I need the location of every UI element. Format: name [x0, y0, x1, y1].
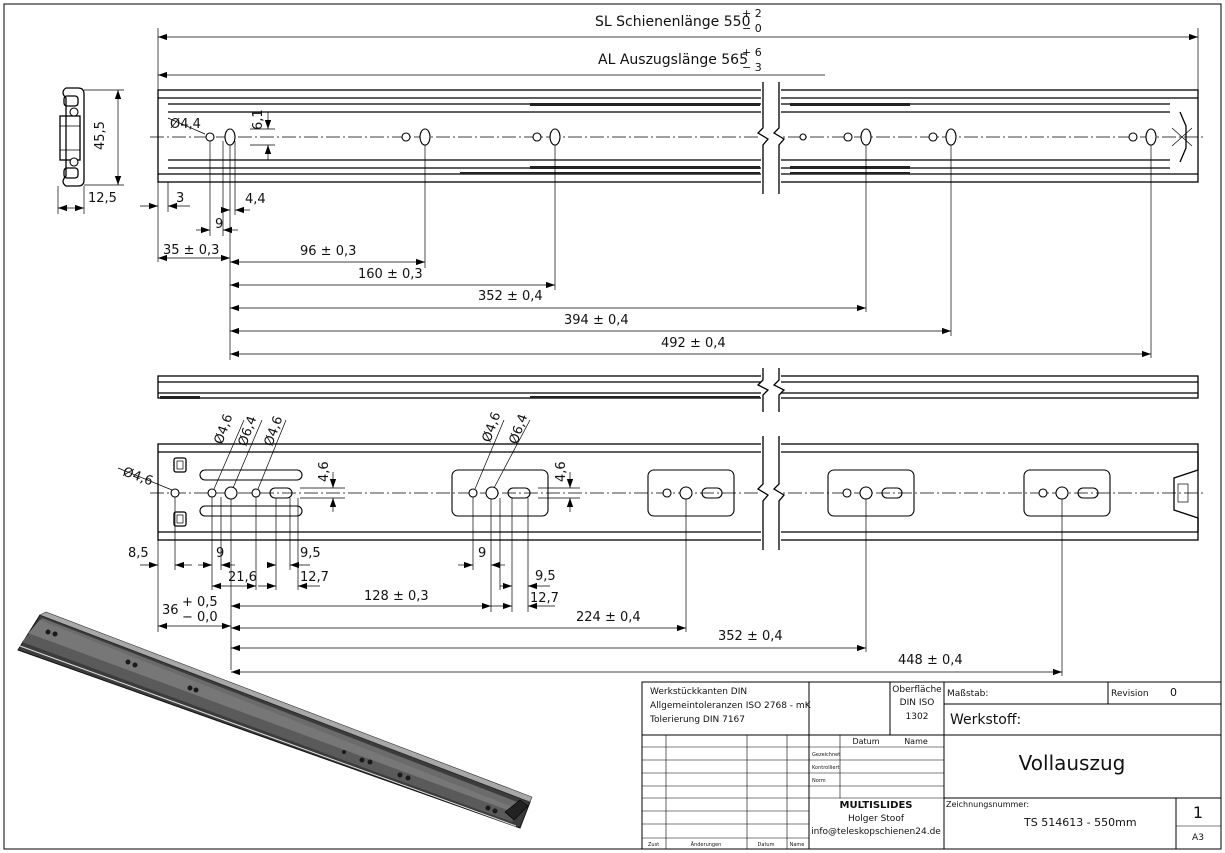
dim-4-6-b: 4,6: [554, 461, 569, 482]
middle-rail-view: [157, 368, 1199, 412]
drawing-frame: [3, 3, 1222, 850]
tb-surface-std: DIN ISO: [900, 698, 935, 708]
dim-4-6-a: 4,6: [317, 461, 332, 482]
bottom-rail-view: [150, 436, 1205, 550]
dim-352-bottom: 352 ± 0,4: [718, 629, 783, 644]
tb-format: A3: [1192, 833, 1204, 843]
top-view-dimensions: 3 9 4,4 Ø4,4 6,1 35 ± 0,3 96 ± 0,3 160 ±…: [140, 109, 1152, 360]
tb-title: Vollauszug: [1019, 751, 1126, 775]
dim-8-5: 8,5: [128, 546, 149, 561]
dim-9: 9: [215, 217, 223, 232]
tb-notes-1: Werkstückkanten DIN: [650, 687, 747, 697]
dim-6-1: 6,1: [251, 109, 266, 130]
dim-9-b: 9: [478, 546, 486, 561]
dim-12-5: 12,5: [88, 191, 117, 206]
rail-cross-section: 45,5 12,5: [57, 87, 124, 214]
dim-9-5-a: 9,5: [300, 546, 321, 561]
tb-sheet: 1: [1193, 803, 1203, 822]
dia-a2: Ø6,4: [236, 414, 261, 448]
tb-material-label: Werkstoff:: [950, 712, 1021, 728]
tb-footer-changes: Änderungen: [691, 841, 722, 848]
dim-96: 96 ± 0,3: [300, 244, 356, 259]
dim-45-5: 45,5: [93, 121, 108, 150]
tb-surface: Oberfläche: [892, 685, 942, 695]
dim-352-top: 352 ± 0,4: [478, 289, 543, 304]
dim-9-5-b: 9,5: [535, 569, 556, 584]
dim-36: 36: [162, 603, 179, 618]
dim-9-a: 9: [216, 546, 224, 561]
dim-12-7-b: 12,7: [530, 591, 559, 606]
title-block: Werkstückkanten DIN Allgemeintoleranzen …: [641, 681, 1222, 850]
dim-4-4: 4,4: [245, 192, 266, 207]
dim-36-minus: − 0,0: [182, 610, 218, 625]
tb-revision-value: 0: [1170, 686, 1177, 699]
tb-footer-name: Name: [790, 842, 805, 848]
tb-scale-label: Maßstab:: [947, 689, 988, 699]
dim-12-7-a: 12,7: [300, 570, 329, 585]
dim-492: 492 ± 0,4: [661, 336, 726, 351]
dia-left: Ø4,6: [121, 465, 155, 490]
overall-length-dims: SL Schienenlänge 550 + 2 − 0 AL Auszugsl…: [157, 7, 1199, 92]
sl-tol-minus: − 0: [742, 22, 762, 35]
sl-label: SL Schienenlänge 550: [595, 14, 750, 30]
tb-surface-num: 1302: [906, 712, 929, 722]
tb-person: Holger Stoof: [848, 814, 905, 824]
tb-drawing-no-label: Zeichnungsnummer:: [946, 800, 1029, 809]
tb-revision-label: Revision: [1111, 689, 1149, 699]
dim-128: 128 ± 0,3: [364, 589, 429, 604]
tb-notes-2: Allgemeintoleranzen ISO 2768 - mK: [650, 701, 812, 711]
tb-company: MULTISLIDES: [840, 800, 913, 811]
al-tol-minus: − 3: [742, 61, 762, 74]
al-label: AL Auszugslänge 565: [598, 52, 748, 68]
tb-name-header: Name: [904, 737, 928, 746]
dim-35: 35 ± 0,3: [163, 243, 219, 258]
tb-email: info@teleskopschienen24.de: [811, 827, 941, 837]
dia-a3: Ø4,6: [262, 414, 287, 448]
tb-row-checked: Kontrolliert: [812, 765, 840, 771]
dim-394: 394 ± 0,4: [564, 313, 629, 328]
dim-448: 448 ± 0,4: [898, 653, 963, 668]
sl-tol-plus: + 2: [742, 7, 762, 20]
dia-4-4: Ø4,4: [170, 117, 201, 132]
isometric-rail-illustration: [17, 611, 533, 829]
dia-a1: Ø4,6: [212, 412, 237, 446]
dim-21-6: 21,6: [228, 570, 257, 585]
tb-footer-date: Datum: [758, 842, 775, 848]
dim-224: 224 ± 0,4: [576, 610, 641, 625]
tb-drawing-no: TS 514613 - 550mm: [1023, 816, 1137, 829]
al-tol-plus: + 6: [742, 46, 762, 59]
tb-notes-3: Tolerierung DIN 7167: [649, 715, 745, 725]
dia-b2: Ø6,4: [507, 412, 532, 446]
dim-160: 160 ± 0,3: [358, 267, 423, 282]
tb-date-header: Datum: [852, 737, 879, 746]
dim-3: 3: [176, 191, 184, 206]
dim-36-plus: + 0,5: [182, 595, 218, 610]
tb-footer-zust: Zust: [648, 842, 659, 848]
tb-row-drawn: Gezeichnet: [812, 752, 840, 758]
top-rail-view: [150, 80, 1205, 195]
tb-row-norm: Norm: [812, 778, 826, 784]
